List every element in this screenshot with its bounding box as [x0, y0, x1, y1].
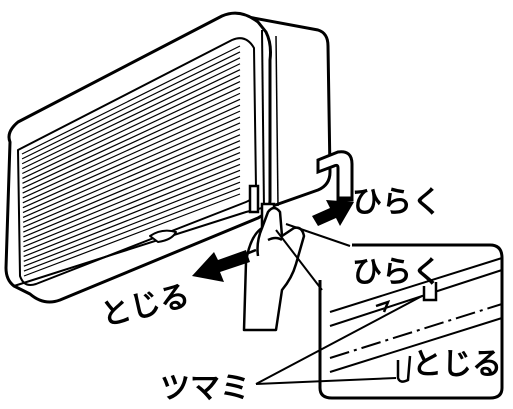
grille-line — [22, 69, 241, 175]
grille-line — [23, 157, 241, 248]
grille-line — [22, 116, 241, 214]
grille-line — [22, 122, 241, 218]
knob-leader-lines — [255, 295, 423, 385]
hand-illustration — [242, 206, 306, 332]
air-conditioner-unit — [4, 11, 332, 304]
grille-line — [22, 80, 241, 184]
grille-line — [22, 75, 241, 179]
grille-line — [23, 187, 241, 272]
grille-line — [22, 92, 241, 194]
grille-line — [23, 169, 241, 258]
label-open-main: ひらく — [352, 185, 442, 220]
label-knob: ツマミ — [160, 371, 250, 405]
drain-pipe — [316, 150, 354, 202]
grille-line — [22, 104, 241, 204]
grille-line — [23, 146, 241, 238]
grille-line — [23, 140, 241, 233]
grille-line — [21, 63, 241, 170]
detail-callout-box — [275, 223, 504, 400]
arrow-right-up-icon — [312, 200, 354, 226]
arrow-left-down-icon — [192, 250, 250, 282]
grille-line — [22, 98, 241, 199]
label-close-main: とじる — [97, 278, 193, 334]
grille-line — [23, 163, 241, 253]
grille-line — [23, 181, 241, 267]
grille-line — [22, 86, 241, 189]
grille-line — [22, 134, 241, 228]
grille-line — [21, 57, 241, 165]
grille-line — [23, 175, 241, 262]
grille-line — [21, 51, 241, 160]
grille-line — [23, 152, 241, 243]
grille-line — [22, 110, 241, 209]
label-close-detail: とじる — [412, 347, 502, 382]
grille-line — [21, 45, 241, 155]
grille-line — [23, 193, 241, 277]
label-open-detail: ひらく — [352, 255, 442, 290]
grille-line — [22, 128, 241, 223]
